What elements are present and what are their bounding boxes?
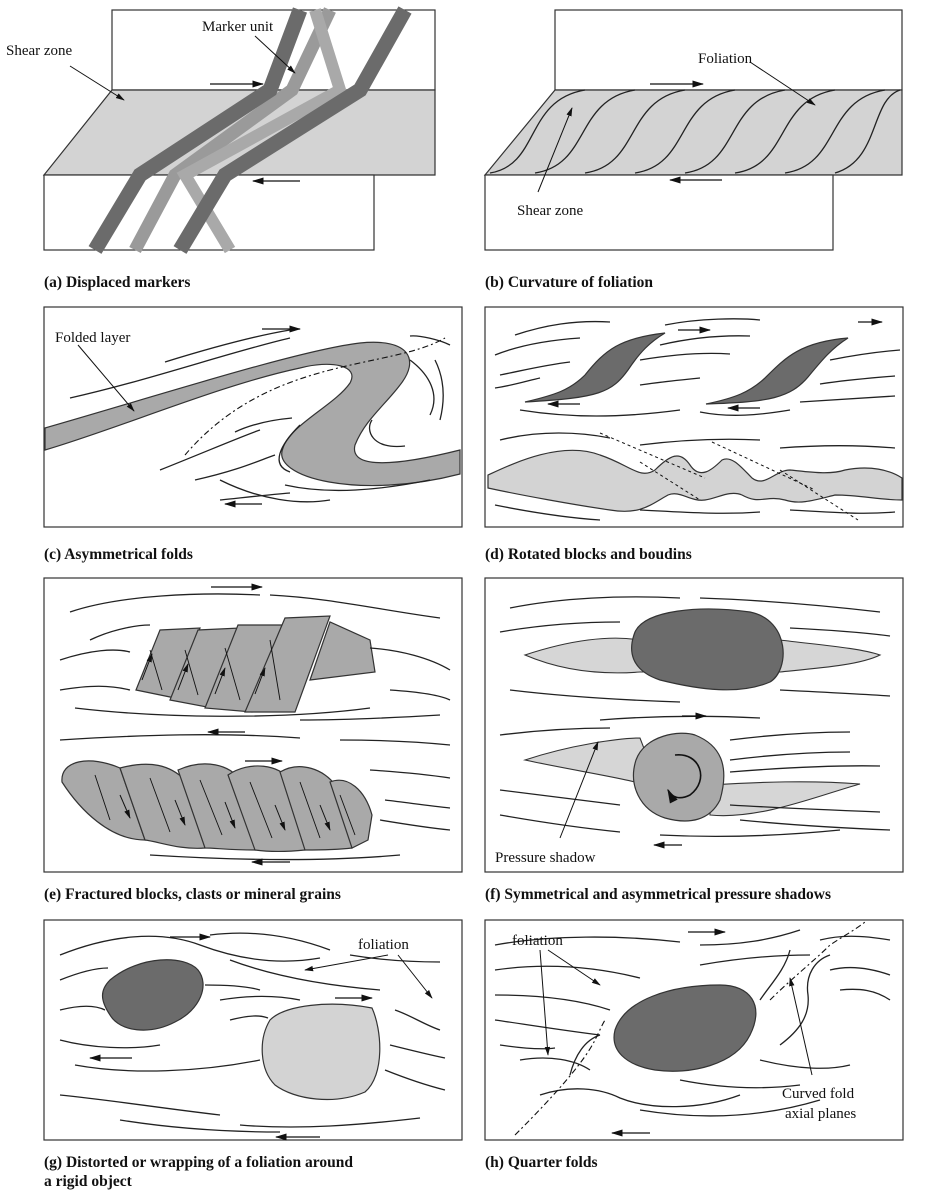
caption-c: (c) Asymmetrical folds	[44, 545, 193, 564]
label-marker-unit: Marker unit	[202, 19, 274, 35]
panel-f-diagram	[485, 578, 903, 872]
panel-g-diagram	[44, 920, 462, 1140]
panel-e-diagram	[44, 578, 462, 872]
caption-h: (h) Quarter folds	[485, 1153, 598, 1172]
label-foliation-g: foliation	[358, 937, 409, 953]
label-axial-planes: axial planes	[785, 1106, 856, 1122]
label-shear-zone-a: Shear zone	[6, 43, 73, 59]
label-foliation-b: Foliation	[698, 51, 753, 67]
rotated-clast	[634, 733, 724, 821]
caption-g-line1: (g) Distorted or wrapping of a foliation…	[44, 1153, 353, 1172]
label-foliation-h: foliation	[512, 933, 563, 949]
caption-a: (a) Displaced markers	[44, 273, 190, 292]
caption-f: (f) Symmetrical and asymmetrical pressur…	[485, 885, 831, 904]
rigid-clast-upper	[632, 609, 783, 690]
rigid-object-light	[262, 1004, 380, 1099]
label-folded-layer: Folded layer	[55, 330, 130, 346]
shear-zone-band	[485, 90, 902, 175]
label-curved-fold: Curved fold	[782, 1086, 855, 1102]
panel-d-diagram	[485, 307, 903, 527]
caption-d: (d) Rotated blocks and boudins	[485, 545, 692, 564]
label-shear-zone-b: Shear zone	[517, 203, 584, 219]
caption-e: (e) Fractured blocks, clasts or mineral …	[44, 885, 341, 904]
label-pressure-shadow: Pressure shadow	[495, 850, 596, 866]
caption-b: (b) Curvature of foliation	[485, 273, 653, 292]
panel-a-diagram	[44, 10, 435, 250]
caption-g-line2: a rigid object	[44, 1172, 132, 1191]
